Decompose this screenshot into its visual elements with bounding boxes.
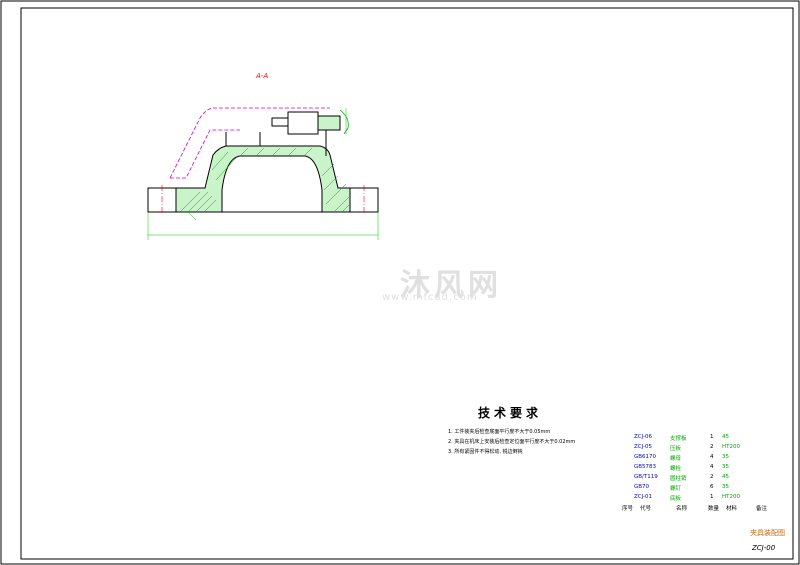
bom-name: 底板 xyxy=(670,496,682,502)
bom-qty: 2 xyxy=(710,444,714,450)
bom-material: 35 xyxy=(722,464,729,470)
bom-code: ZCJ-06 xyxy=(634,434,653,440)
bom-name: 螺母 xyxy=(670,456,682,462)
requirement-item: 2. 夹具在机床上安装后检查定位面平行度不大于0.02mm xyxy=(448,439,576,445)
bom-code: GB/T119 xyxy=(634,474,658,480)
bom-code: ZCJ-01 xyxy=(634,494,653,500)
bom-qty: 2 xyxy=(710,474,714,480)
bom-qty: 4 xyxy=(710,464,714,470)
bom-qty: 1 xyxy=(710,434,714,440)
bom-qty: 4 xyxy=(710,454,714,460)
bom-header-material: 材料 xyxy=(726,506,738,512)
requirement-item: 3. 所有紧固件不得松动, 锐边倒钝 xyxy=(448,449,523,455)
bom-qty: 1 xyxy=(710,494,714,500)
front-section-view xyxy=(147,107,379,240)
bom-name: 压板 xyxy=(670,446,682,452)
bom-material: 35 xyxy=(722,454,729,460)
bom-material: 45 xyxy=(722,434,729,440)
watermark-url: www.mfcad.com xyxy=(382,292,478,303)
bom-qty: 6 xyxy=(710,484,714,490)
bom-code: GB70 xyxy=(634,484,650,490)
bom-header-name: 名称 xyxy=(676,506,688,512)
bom-header-no: 序号 xyxy=(622,506,634,512)
bom-name: 圆柱销 xyxy=(670,476,687,482)
inner-frame xyxy=(20,7,794,560)
bom-material: 45 xyxy=(722,474,729,480)
bom-material: HT200 xyxy=(722,494,740,500)
bom-material: 35 xyxy=(722,484,729,490)
bom-material: HT200 xyxy=(722,444,740,450)
section-label: A-A xyxy=(256,72,269,80)
drawing-number: ZCJ-00 xyxy=(752,544,776,552)
bom-code: ZCJ-05 xyxy=(634,444,653,450)
bom-name: 螺栓 xyxy=(670,466,682,472)
bom-name: 螺钉 xyxy=(670,486,682,492)
bom-name: 支撑板 xyxy=(670,436,687,442)
requirement-item: 1. 工件装夹后检查底面平行度不大于0.05mm xyxy=(448,429,551,435)
drawing-name: 夹具装配图 xyxy=(750,529,785,537)
bom-code: GB6170 xyxy=(634,454,657,460)
tech-requirements-title: 技术要求 xyxy=(478,406,543,420)
watermark-text: 沐风网 xyxy=(400,268,502,303)
bom-code: GB5783 xyxy=(634,464,657,470)
bom-header-code: 代号 xyxy=(640,506,652,512)
bom-header-qty: 数量 xyxy=(708,506,720,512)
bom-header-remark: 备注 xyxy=(756,506,768,512)
